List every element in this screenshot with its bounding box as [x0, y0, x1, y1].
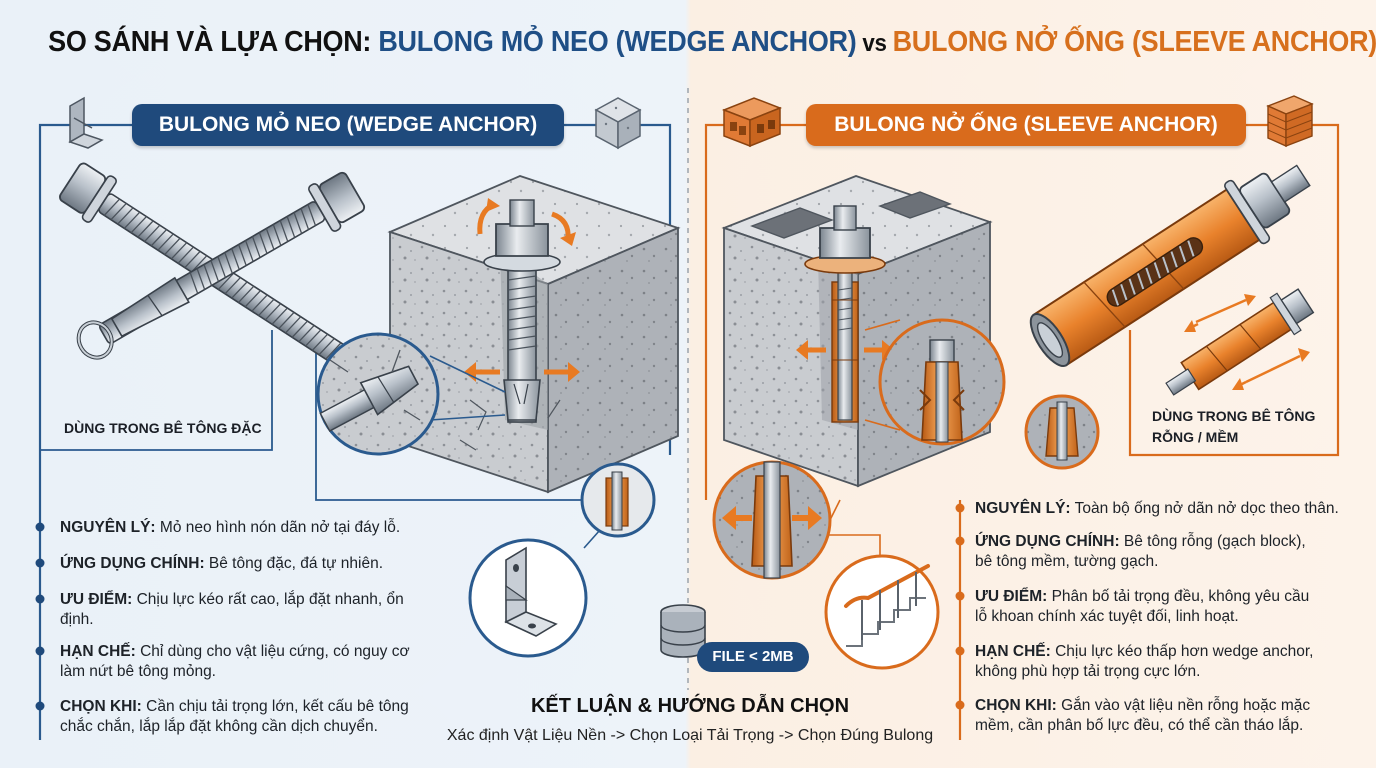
database-icon [660, 604, 706, 658]
fact-text: Mỏ neo hình nón dãn nở tại đáy lỗ. [159, 519, 401, 536]
title-sleeve: BULONG NỞ ỐNG (SLEEVE ANCHOR) [892, 26, 1376, 58]
brick-block-icon [721, 97, 783, 148]
bracket-icon [68, 96, 104, 149]
wedge-facts: NGUYÊN LÝ: Mỏ neo hình nón dãn nở tại đá… [60, 518, 410, 737]
fact-text: Phân bố tải trọng đều, không yêu cầu [1051, 588, 1310, 605]
wedge-fact-application: ỨNG DỤNG CHÍNH: Bê tông đặc, đá tự nhiên… [60, 554, 383, 574]
page-title: SO SÁNH VÀ LỰA CHỌN: BULONG MỎ NEO (WEDG… [48, 26, 1376, 59]
fact-text: bê tông mềm, tường gạch. [975, 553, 1159, 570]
fact-label: ƯU ĐIỂM: [60, 591, 133, 608]
fact-text: Cần chịu tải trọng lớn, kết cấu bê tông [146, 698, 409, 715]
fact-label: CHỌN KHI: [975, 697, 1057, 714]
sleeve-fact-choose-when: CHỌN KHI: Gắn vào vật liệu nền rỗng hoặc… [975, 696, 1310, 736]
fact-text: chắc chắn, lắp lắp đặt không cần dịch ch… [60, 718, 378, 735]
fact-text: Bê tông rỗng (gạch block), [1123, 533, 1306, 550]
sleeve-anchor-illustration [1029, 164, 1311, 367]
fact-text: định. [60, 611, 94, 628]
wedge-anchor-illustration [59, 162, 366, 376]
sleeve-usage-note: DÙNG TRONG BÊ TÔNG RỖNG / MỀM [1152, 406, 1315, 448]
fact-text: Chịu lực kéo thấp hơn wedge anchor, [1055, 643, 1314, 660]
wedge-usage-note: DÙNG TRONG BÊ TÔNG ĐẶC [64, 420, 262, 436]
sleeve-fact-principle: NGUYÊN LÝ: Toàn bộ ống nở dãn nở dọc the… [975, 499, 1339, 519]
fact-text: Toàn bộ ống nở dãn nở dọc theo thân. [1074, 500, 1339, 517]
fact-text: không phù hợp tải trọng cực lớn. [975, 663, 1201, 680]
brick-wall-icon [1266, 95, 1314, 148]
conclusion-title: KẾT LUẬN & HƯỚNG DẪN CHỌN [530, 695, 850, 717]
wedge-fact-choose-when: CHỌN KHI: Cần chịu tải trọng lớn, kết cấ… [60, 697, 409, 737]
wedge-fact-advantage: ƯU ĐIỂM: Chịu lực kéo rất cao, lắp đặt n… [60, 590, 404, 630]
fact-text: Chỉ dùng cho vật liệu cứng, có nguy cơ [140, 643, 410, 660]
fact-label: NGUYÊN LÝ: [975, 500, 1071, 517]
fact-label: CHỌN KHI: [60, 698, 142, 715]
fact-label: NGUYÊN LÝ: [60, 519, 156, 536]
wedge-fact-limitation: HẠN CHẾ: Chỉ dùng cho vật liệu cứng, có … [60, 642, 410, 682]
sleeve-fact-advantage: ƯU ĐIỂM: Phân bố tải trọng đều, không yê… [975, 587, 1309, 627]
fact-label: ƯU ĐIỂM: [975, 588, 1048, 605]
title-wedge: BULONG MỎ NEO (WEDGE ANCHOR) [378, 26, 857, 58]
sleeve-anchor-header: BULONG NỞ ỐNG (SLEEVE ANCHOR) [806, 104, 1246, 146]
solid-concrete-section [387, 175, 681, 494]
fact-text: Gắn vào vật liệu nền rỗng hoặc mặc [1061, 697, 1311, 714]
sleeve-detail-zoom [712, 318, 1100, 580]
sleeve-usage-note-line-2: RỖNG / MỀM [1152, 429, 1239, 445]
conclusion-steps: Xác định Vật Liệu Nền -> Chọn Loại Tải T… [446, 727, 934, 744]
fact-text: Bê tông đặc, đá tự nhiên. [208, 555, 384, 572]
file-size-badge: FILE < 2MB [697, 642, 809, 672]
fact-text: mềm, cần phân bố lực đều, có thể cần thá… [975, 717, 1304, 734]
angle-bracket-icon [468, 529, 601, 658]
wedge-anchor-header: BULONG MỎ NEO (WEDGE ANCHOR) [132, 104, 564, 146]
stair-railing-icon [824, 554, 940, 670]
fact-label: ỨNG DỤNG CHÍNH: [975, 533, 1120, 550]
fact-label: HẠN CHẾ: [60, 643, 136, 660]
wedge-fact-principle: NGUYÊN LÝ: Mỏ neo hình nón dãn nở tại đá… [60, 518, 400, 538]
title-vs: vs [856, 30, 893, 57]
sleeve-fact-application: ỨNG DỤNG CHÍNH: Bê tông rỗng (gạch block… [975, 532, 1306, 572]
fact-text: làm nứt bê tông mỏng. [60, 663, 216, 680]
sleeve-usage-note-line-1: DÙNG TRONG BÊ TÔNG [1152, 408, 1316, 424]
fact-label: ỨNG DỤNG CHÍNH: [60, 555, 205, 572]
expansion-arrows [1184, 294, 1310, 390]
title-part-1: SO SÁNH VÀ LỰA CHỌN: [48, 26, 379, 58]
fact-label: HẠN CHẾ: [975, 643, 1051, 660]
sleeve-fact-limitation: HẠN CHẾ: Chịu lực kéo thấp hơn wedge anc… [975, 642, 1313, 682]
fact-text: lỗ khoan chính xác tuyệt đối, linh hoạt. [975, 608, 1239, 625]
concrete-cube-icon [594, 97, 642, 150]
small-sleeve-anchor [1165, 288, 1315, 396]
wedge-detail-zoom [316, 332, 656, 538]
fact-text: Chịu lực kéo rất cao, lắp đặt nhanh, ổn [136, 591, 404, 608]
